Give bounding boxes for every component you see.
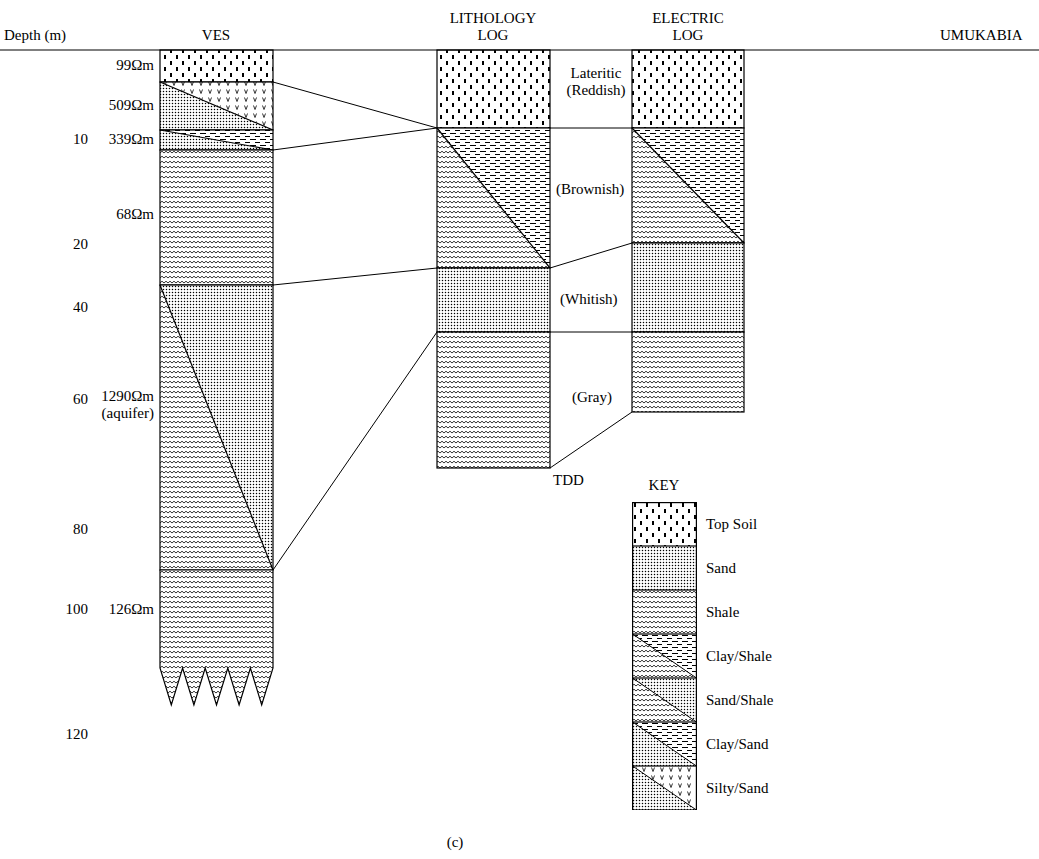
correlation-line <box>550 243 632 268</box>
legend-text: Top Soil <box>706 516 757 533</box>
legend-item: Shale <box>632 590 739 634</box>
layer-outline <box>632 332 744 412</box>
rock-layer <box>160 570 273 705</box>
layer-outline <box>632 128 744 243</box>
correlation-line <box>273 268 437 285</box>
correlation-line <box>273 332 437 570</box>
rock-layer <box>437 332 550 468</box>
legend-item: Top Soil <box>632 502 757 546</box>
legend-swatch <box>632 634 697 678</box>
legend-item: Silty/Sand <box>632 766 769 810</box>
rock-layer <box>437 128 550 268</box>
legend-title: KEY <box>649 477 680 494</box>
layer-outline <box>160 285 273 570</box>
legend-swatch <box>632 766 697 810</box>
rock-layer <box>160 130 273 150</box>
rock-layer <box>160 285 273 570</box>
correlation-line <box>550 332 632 333</box>
rock-layer <box>437 50 550 128</box>
depth-tick: 100 <box>66 601 89 618</box>
correlation-line <box>273 82 437 128</box>
correlation-lines <box>273 82 632 570</box>
log-column <box>632 50 744 412</box>
layer-outline <box>160 130 273 150</box>
layer-colour: (Brownish) <box>556 181 624 198</box>
rock-layer <box>632 128 744 243</box>
column-title: ELECTRIC LOG <box>642 10 734 45</box>
rock-layer <box>160 50 273 82</box>
depth-tick: 20 <box>73 236 88 253</box>
layer-outline <box>437 332 550 468</box>
legend-item: Sand/Shale <box>632 678 774 722</box>
layer-outline <box>632 50 744 128</box>
layer-outline <box>160 50 273 82</box>
depth-marker: TDD <box>553 472 584 489</box>
rock-layer <box>632 332 744 412</box>
depth-tick: 40 <box>73 299 88 316</box>
resistivity-value: 509Ωm <box>109 97 154 114</box>
legend-item: Clay/Shale <box>632 634 772 678</box>
layer-outline <box>437 268 550 332</box>
depth-tick: 10 <box>73 131 88 148</box>
column-title: VES <box>202 27 230 44</box>
layer-colour: (Gray) <box>572 389 612 406</box>
rock-layer <box>160 285 273 570</box>
figure-caption: (c) <box>447 834 464 851</box>
legend-text: Silty/Sand <box>706 780 769 797</box>
legend-swatch <box>632 722 697 766</box>
resistivity-value: 99Ωm <box>116 57 154 74</box>
legend-text: Clay/Sand <box>706 736 769 753</box>
axis-title: Depth (m) <box>4 27 66 44</box>
depth-tick: 60 <box>73 391 88 408</box>
rock-layer <box>632 243 744 332</box>
resistivity-value: 1290Ωm (aquifer) <box>90 388 154 423</box>
legend-text: Sand <box>706 560 736 577</box>
legend-text: Sand/Shale <box>706 692 774 709</box>
layer-outline <box>160 150 273 285</box>
resistivity-value: 339Ωm <box>109 131 154 148</box>
layer-divide <box>632 128 744 243</box>
correlation-line <box>550 412 632 468</box>
layer-divide <box>437 128 550 268</box>
layer-divide <box>160 82 273 130</box>
rock-layer <box>160 82 273 130</box>
column-title: LITHOLOGY LOG <box>437 10 549 45</box>
layer-outline <box>160 82 273 130</box>
rock-layer <box>437 128 550 268</box>
legend-swatch <box>632 546 697 590</box>
legend-swatch <box>632 590 697 634</box>
correlation-line <box>550 128 632 129</box>
legend-item: Clay/Sand <box>632 722 769 766</box>
rock-layer <box>160 150 273 285</box>
layer-colour: Lateritic (Reddish) <box>558 65 634 100</box>
log-column <box>160 50 273 705</box>
site-name: UMUKABIA <box>940 27 1023 44</box>
depth-tick: 120 <box>66 726 89 743</box>
layer-outline <box>632 243 744 332</box>
rock-layer <box>632 50 744 128</box>
layer-outline <box>437 128 550 268</box>
rock-layer <box>632 128 744 243</box>
layer-colour: (Whitish) <box>560 291 618 308</box>
legend-text: Clay/Shale <box>706 648 772 665</box>
rock-layer <box>160 82 273 130</box>
resistivity-value: 68Ωm <box>116 206 154 223</box>
rock-layer <box>437 268 550 332</box>
legend-swatch <box>632 502 697 546</box>
layer-divide <box>160 285 273 570</box>
resistivity-value: 126Ωm <box>109 601 154 618</box>
correlation-line <box>273 128 437 150</box>
layer-divide <box>160 130 273 150</box>
legend-item: Sand <box>632 546 736 590</box>
legend-text: Shale <box>706 604 739 621</box>
depth-tick: 80 <box>73 521 88 538</box>
layer-outline <box>437 50 550 128</box>
rock-layer <box>160 130 273 150</box>
legend-swatch <box>632 678 697 722</box>
log-column <box>437 50 550 468</box>
header-rule <box>0 49 1039 50</box>
